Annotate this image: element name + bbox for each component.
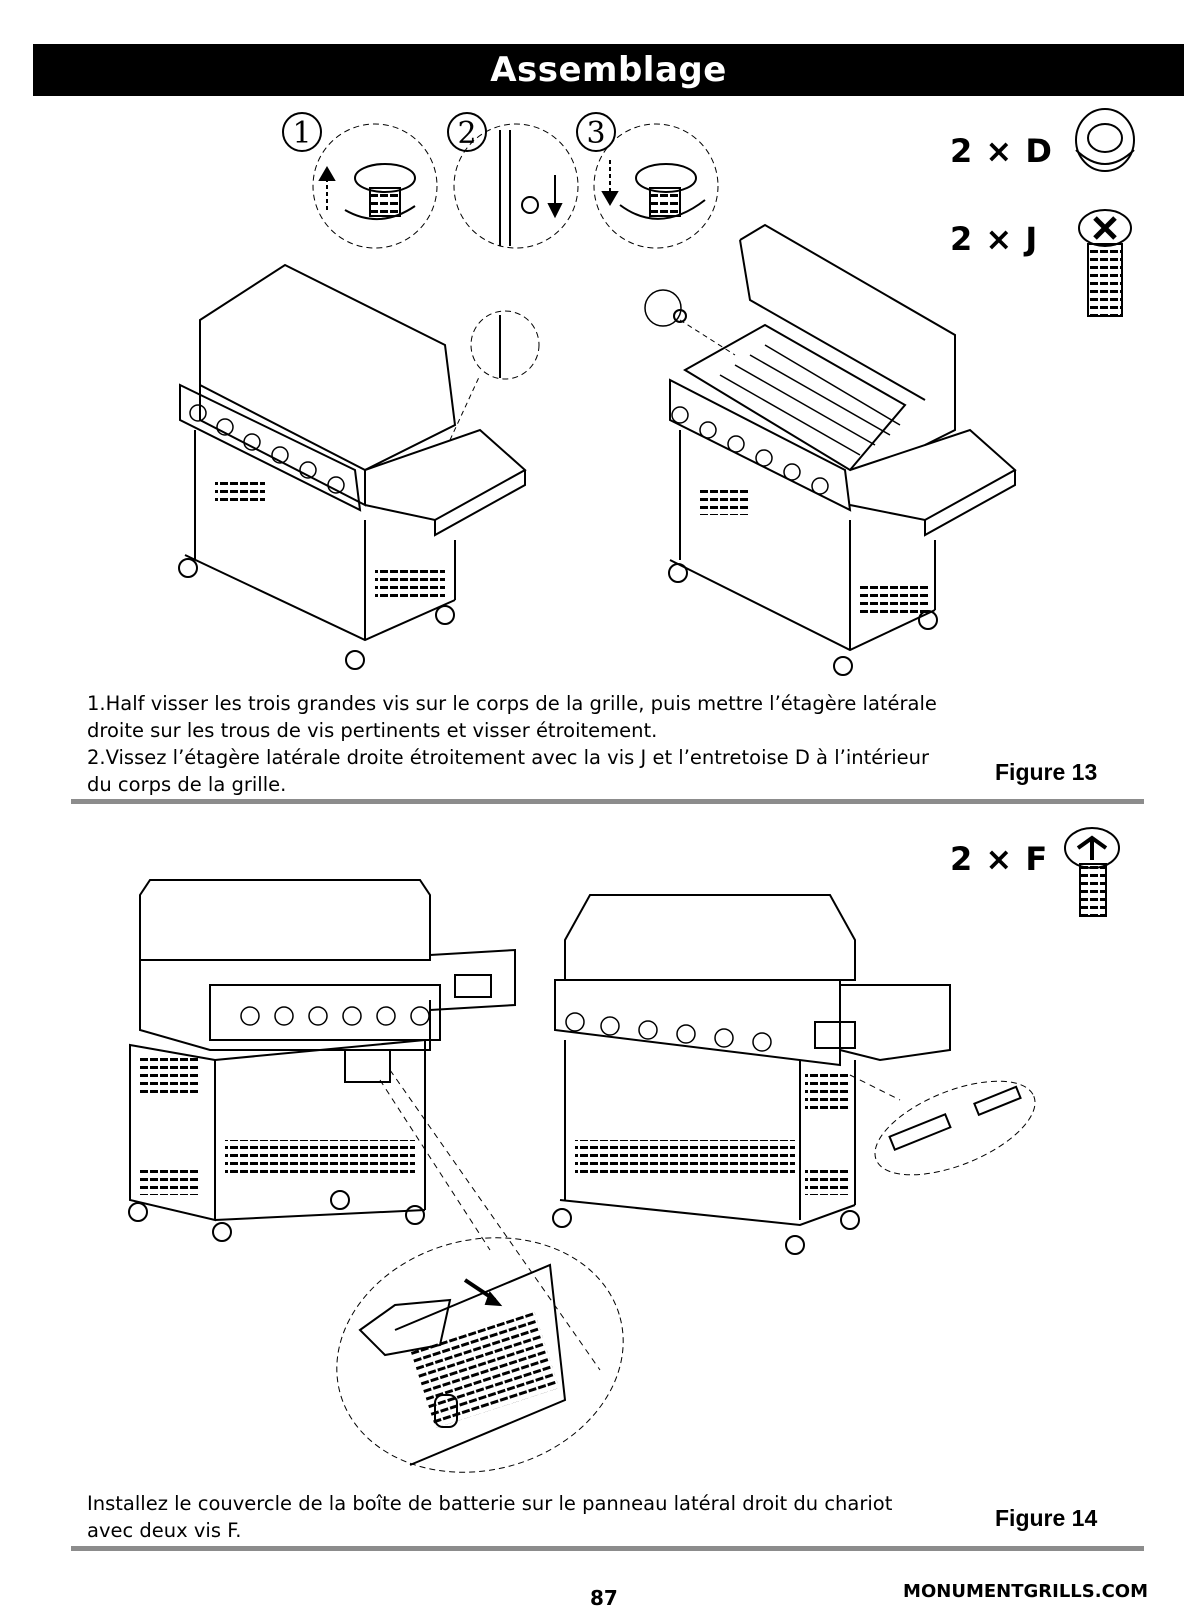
section-divider — [71, 1546, 1144, 1551]
instruction-line: Installez le couvercle de la boîte de ba… — [87, 1492, 893, 1515]
website-url: MONUMENTGRILLS.COM — [903, 1581, 1148, 1602]
grill-front-view-right — [552, 894, 1036, 1255]
instruction-line: droite sur les trous de vis pertinents e… — [87, 719, 658, 742]
step-3-detail: 3 — [576, 112, 719, 249]
figure-14-instructions: Installez le couvercle de la boîte de ba… — [87, 1490, 892, 1544]
instruction-line: 2.Vissez l’étagère latérale droite étroi… — [87, 746, 930, 769]
step-number: 1 — [292, 116, 311, 151]
battery-box-detail — [336, 1237, 624, 1473]
step-2-detail: 2 — [447, 112, 579, 249]
grill-closed-left — [178, 263, 540, 670]
part-d-quantity: 2 × D — [950, 132, 1053, 170]
step-1-detail: 1 — [282, 112, 438, 249]
grill-open-right — [644, 223, 1017, 676]
figure-13-instructions: 1.Half visser les trois grandes vis sur … — [87, 690, 937, 798]
part-f-quantity: 2 × F — [950, 840, 1049, 878]
section-header: Assemblage — [33, 44, 1184, 96]
instruction-line: du corps de la grille. — [87, 773, 287, 796]
svg-text:3: 3 — [586, 116, 605, 151]
page-number: 87 — [590, 1586, 618, 1610]
figure-14-label: Figure 14 — [995, 1505, 1098, 1531]
part-j-quantity: 2 × J — [950, 220, 1039, 258]
figure-13-label: Figure 13 — [995, 759, 1098, 785]
svg-text:2: 2 — [457, 116, 476, 151]
grill-back-view-left — [128, 879, 601, 1371]
section-title: Assemblage — [490, 50, 727, 90]
instruction-line: 1.Half visser les trois grandes vis sur … — [87, 692, 937, 715]
section-divider — [71, 799, 1144, 804]
instruction-line: avec deux vis F. — [87, 1519, 242, 1542]
spacer-icon — [1075, 108, 1135, 172]
screw-icon — [1064, 827, 1120, 917]
large-screw-icon — [1078, 209, 1132, 317]
